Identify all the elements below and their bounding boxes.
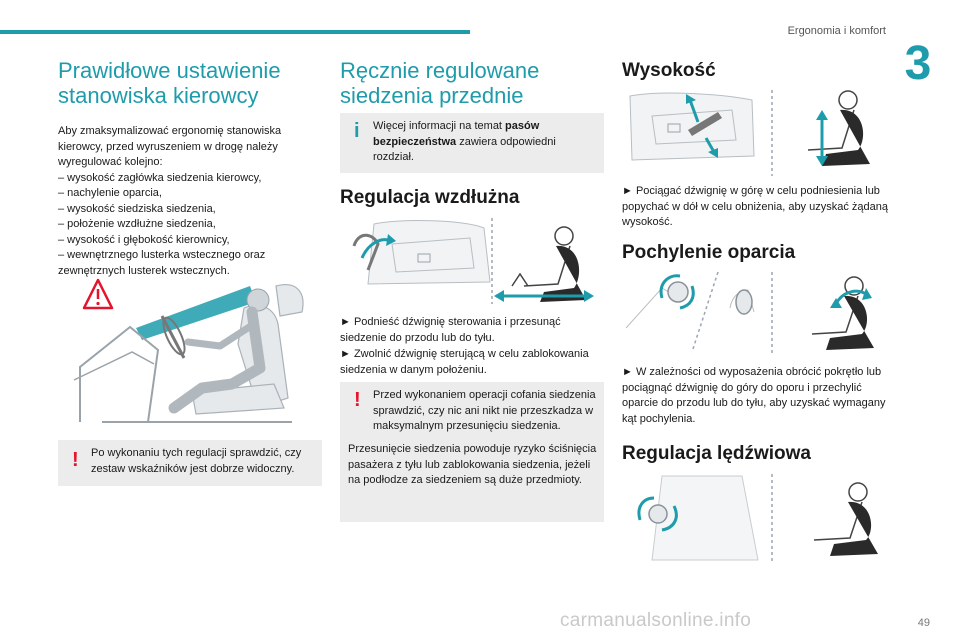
info-text-post: zawiera odpowiedni rozdział.: [373, 135, 556, 164]
step-text-1: ► Podnieść dźwignię sterowania i przesun…: [340, 316, 561, 344]
rotate-arrow-icon: [637, 496, 655, 521]
warning-text: Po wykonaniu tych regulacji sprawdzić, c…: [91, 447, 302, 475]
subheading-backrest-tilt: Pochylenie oparcia: [622, 242, 796, 263]
subheading-height: Wysokość: [622, 60, 716, 81]
page-number: 49: [917, 617, 930, 629]
intro-text: Aby zmaksymalizować ergonomię stanowiska…: [58, 125, 282, 168]
exclamation-icon: !: [72, 449, 79, 471]
seated-figure-head: [848, 482, 868, 502]
list-item: – położenie wzdłużne siedzenia,: [58, 218, 216, 230]
subheading-longitudinal: Regulacja wzdłużna: [340, 187, 520, 208]
seat-lever: [352, 233, 380, 271]
seated-figure-head: [554, 226, 574, 246]
rotary-knob: [667, 281, 689, 303]
driver-head: [246, 288, 270, 312]
column-driver-position: Prawidłowe ustawienie stanowiska kierowc…: [58, 58, 324, 279]
info-note-seat-belts: i Więcej informacji na temat pasów bezpi…: [340, 113, 604, 173]
warning-text-2: Przesunięcie siedzenia powoduje ryzyko ś…: [348, 443, 597, 486]
section-title-manual-seats: Ręcznie regulowane siedzenia przednie: [340, 58, 540, 108]
driver-body: [168, 306, 266, 414]
list-item: – wewnętrznego lusterka wstecznego oraz …: [58, 249, 266, 277]
list-item: – nachylenie oparcia,: [58, 187, 162, 199]
tilt-instruction: ► W zależności od wyposażenia obrócić po…: [622, 366, 886, 425]
subheading-lumbar: Regulacja lędźwiowa: [622, 443, 811, 464]
seated-figure-head: [838, 90, 858, 110]
info-text: Więcej informacji na temat pasów bezpiec…: [373, 119, 597, 166]
seated-figure-head: [844, 276, 864, 296]
lever-arrow-icon: [360, 238, 389, 259]
list-item: – wysokość i głębokość kierownicy,: [58, 233, 230, 246]
warning-triangle-icon: [82, 278, 114, 310]
height-adjustment-illustration: [629, 90, 870, 176]
height-instruction: ► Pociągać dźwignię w górę w celu podnie…: [622, 185, 888, 228]
height-lever: [688, 112, 722, 136]
section-title-driver-position: Prawidłowe ustawienie stanowiska kierowc…: [58, 58, 281, 108]
watermark: carmanualsonline.info: [560, 610, 752, 631]
warning-text-1: Przed wykonaniem operacji cofania siedze…: [373, 389, 596, 432]
info-text-pre: Więcej informacji na temat: [373, 120, 506, 132]
lumbar-knob: [648, 504, 668, 524]
column-manual-seats: Ręcznie regulowane siedzenia przednie: [340, 58, 606, 108]
header-accent-bar: [0, 30, 470, 34]
lumbar-adjustment-illustration: [637, 474, 878, 564]
warning-note-seat-movement: ! Przed wykonaniem operacji cofania sied…: [340, 382, 604, 522]
list-item: – wysokość siedziska siedzenia,: [58, 202, 216, 215]
adjustment-list: – wysokość zagłówka siedzenia kierowcy, …: [58, 171, 324, 280]
chapter-title: Ergonomia i komfort: [787, 25, 886, 37]
tilt-lever: [735, 289, 753, 315]
driver-seating-illustration: [73, 278, 304, 423]
info-icon: i: [354, 120, 360, 142]
info-text-bold: pasów bezpieczeństwa: [373, 120, 540, 148]
step-text-2: ► Zwolnić dźwignię sterującą w celu zabl…: [340, 348, 589, 376]
steering-wheel: [162, 316, 186, 356]
list-item: – wysokość zagłówka siedzenia kierowcy,: [58, 171, 262, 184]
warning-note-instrument-panel: ! Po wykonaniu tych regulacji sprawdzić,…: [58, 440, 322, 486]
down-arrow-icon: [704, 137, 716, 153]
chapter-number: 3: [904, 37, 932, 90]
up-arrow-icon: [688, 99, 700, 123]
headrest: [275, 284, 304, 317]
exclamation-icon: !: [354, 389, 361, 411]
longitudinal-adjustment-illustration: [352, 218, 594, 304]
backrest-tilt-illustration: [625, 271, 874, 354]
rotate-arrow-icon: [659, 274, 681, 299]
